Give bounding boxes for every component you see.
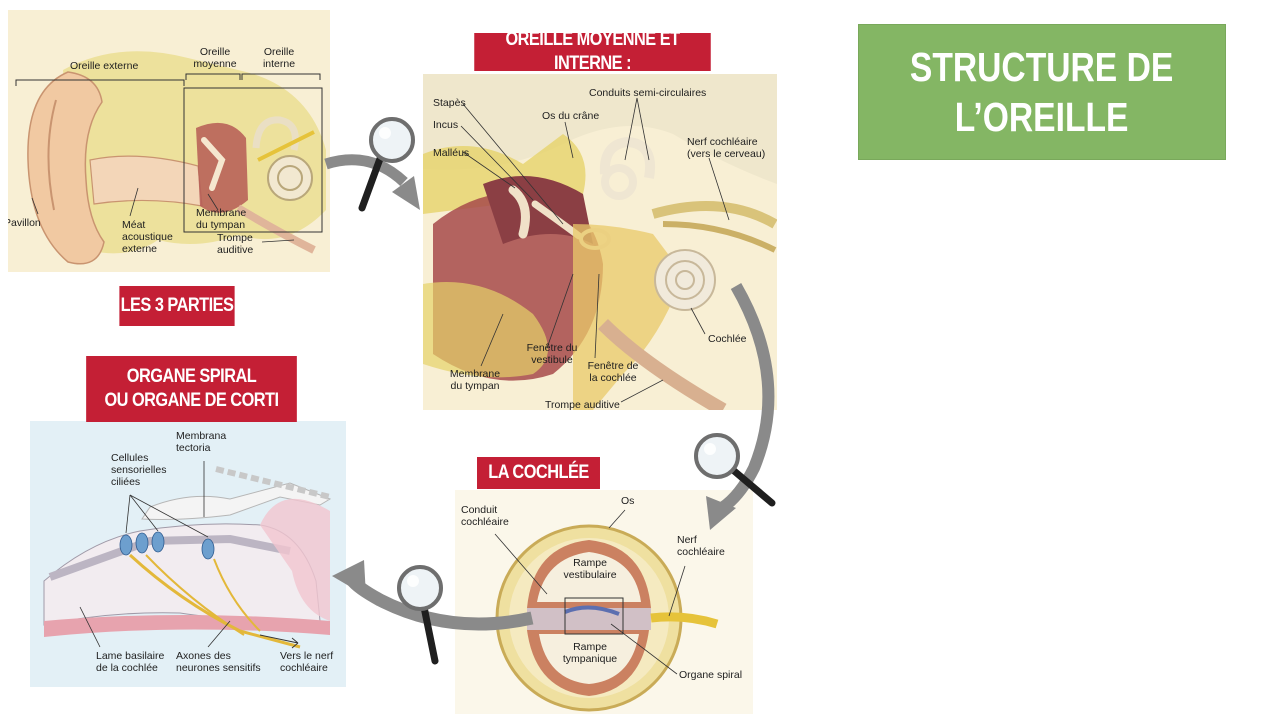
label-to-cochlear-nerve: Vers le nerf cochléaire <box>280 650 334 674</box>
label-outer-ear: Oreille externe <box>70 60 139 72</box>
label-skull-bone: Os du crâne <box>542 110 600 122</box>
organ-of-corti-figure: Membrana tectoria Cellules sensorielles … <box>30 421 346 687</box>
label-eardrum: Membrane du tympan <box>196 207 247 231</box>
magnifier-icon <box>358 117 415 212</box>
label-basilar-membrane: Lame basilaire de la cochlée <box>96 650 165 674</box>
main-title: STRUCTURE DE L’OREILLE <box>858 24 1226 160</box>
cochlea-section-drawing <box>455 490 753 714</box>
label-malleus: Malléus <box>433 147 470 159</box>
title-spiral-organ: ORGANE SPIRAL OU ORGANE DE CORTI <box>86 356 297 422</box>
label-eardrum-middle: Membrane du tympan <box>449 368 501 392</box>
label-cochlear-duct: Conduit cochléaire <box>461 504 509 528</box>
organ-of-corti-drawing <box>30 421 346 687</box>
title-middle-inner-ear: OREILLE MOYENNE ET INTERNE : <box>474 29 711 74</box>
label-spiral-organ: Organe spiral <box>679 669 743 681</box>
middle-inner-ear-drawing <box>423 74 777 410</box>
label-ear-canal: Méat acoustique externe <box>122 219 173 255</box>
label-incus: Incus <box>433 119 459 131</box>
label-pinna: Pavillon <box>8 217 41 229</box>
label-scala-vestibuli: Rampe vestibulaire <box>563 557 617 581</box>
label-inner-ear: Oreille interne <box>262 46 296 70</box>
magnifier-icon <box>397 565 443 665</box>
arrow-ear-to-middle <box>324 154 420 210</box>
label-auditory-tube-middle: Trompe auditive <box>545 399 620 410</box>
middle-inner-ear-figure: Stapès Incus Malléus Os du crâne Conduit… <box>423 74 777 410</box>
title-cochlea: LA COCHLÉE <box>477 457 600 489</box>
label-cochlea: Cochlée <box>708 333 747 345</box>
label-auditory-tube: Trompe auditive <box>217 232 254 256</box>
main-title-text: STRUCTURE DE L’OREILLE <box>910 44 1174 140</box>
label-stapes: Stapès <box>433 97 466 109</box>
label-semicircular-canals: Conduits semi-circulaires <box>589 87 707 99</box>
label-oval-window: Fenêtre du vestibule <box>526 342 578 366</box>
label-cochlear-nerve: Nerf cochléaire <box>677 534 725 558</box>
label-bone: Os <box>621 495 635 507</box>
label-round-window: Fenêtre de la cochlée <box>587 360 639 384</box>
label-scala-tympani: Rampe tympanique <box>562 641 618 665</box>
label-hair-cells: Cellules sensorielles ciliées <box>111 452 167 488</box>
cochlea-section-figure: Conduit cochléaire Os Nerf cochléaire Ra… <box>455 490 753 714</box>
label-middle-ear: Oreille moyenne <box>193 46 237 70</box>
ear-cross-section-drawing <box>8 10 330 272</box>
label-sensory-axons: Axones des neurones sensitifs <box>176 650 261 674</box>
ear-three-parts-figure: Oreille externe Oreille moyenne Oreille … <box>8 10 330 272</box>
label-cochlear-nerve-brain: Nerf cochléaire (vers le cerveau) <box>687 136 766 160</box>
title-three-parts: LES 3 PARTIES <box>119 286 235 326</box>
label-tectorial-membrane: Membrana tectoria <box>176 430 227 454</box>
